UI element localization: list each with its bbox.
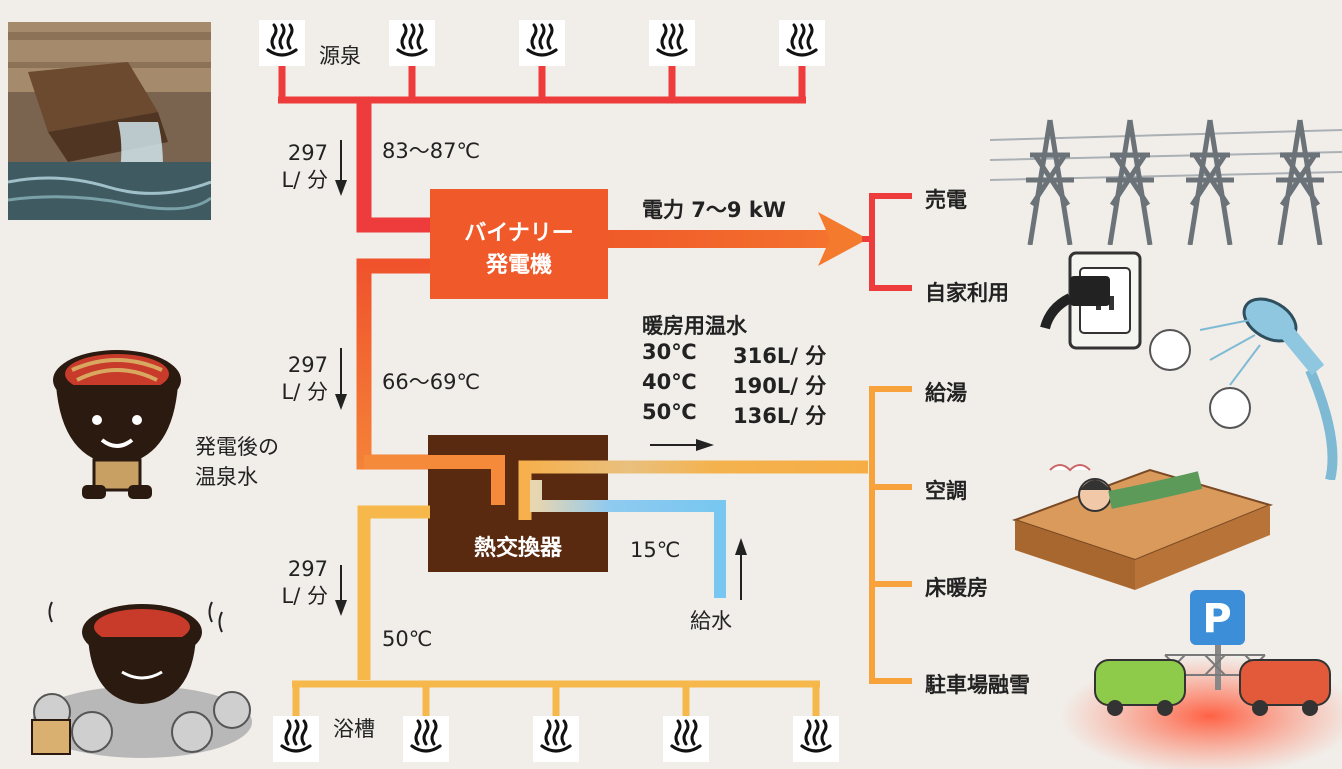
flow-arrow-right bbox=[650, 439, 714, 451]
heating-row-flow: 190L/ 分 bbox=[733, 374, 827, 398]
hot-spring-icon bbox=[793, 716, 839, 762]
power-bracket bbox=[862, 193, 912, 291]
use-floor-heating: 床暖房 bbox=[925, 576, 988, 600]
after-generator-temperature: 66〜69℃ bbox=[382, 370, 481, 394]
sell-power-label: 売電 bbox=[925, 188, 967, 212]
power-outlet-icon bbox=[1040, 251, 1142, 350]
heating-row-temp: 40℃ bbox=[642, 370, 697, 394]
flow-rate-2: 297 L/ 分 bbox=[262, 352, 328, 406]
power-output-label: 電力 7〜9 kW bbox=[642, 198, 786, 222]
hot-spring-icon bbox=[649, 20, 695, 66]
hot-spring-icon bbox=[259, 20, 305, 66]
floor-heating-illustration bbox=[1011, 464, 1274, 590]
after-generation-line2: 温泉水 bbox=[195, 465, 258, 489]
flow-rate-unit: L/ 分 bbox=[281, 380, 328, 404]
bath-temperature: 50℃ bbox=[382, 627, 433, 651]
svg-text:P: P bbox=[1202, 596, 1231, 642]
source-label: 源泉 bbox=[319, 44, 361, 68]
flow-rate-unit: L/ 分 bbox=[281, 168, 328, 192]
hot-spring-icon bbox=[389, 20, 435, 66]
flow-arrow-down-1 bbox=[335, 140, 347, 196]
flow-rate-3: 297 L/ 分 bbox=[262, 556, 328, 610]
mascot-bath-illustration bbox=[31, 601, 252, 758]
bath-label: 浴槽 bbox=[333, 717, 375, 741]
exchanger-hot-channel bbox=[364, 455, 505, 505]
binary-generator-line2: 発電機 bbox=[485, 253, 552, 278]
hot-spring-icon bbox=[663, 716, 709, 762]
hot-spring-photo bbox=[8, 22, 211, 220]
flow-arrow-up bbox=[735, 538, 747, 600]
uses-bracket bbox=[869, 386, 912, 684]
heat-exchanger-label: 熱交換器 bbox=[473, 536, 562, 561]
cold-water-pipe bbox=[530, 480, 726, 598]
flow-rate-number: 297 bbox=[287, 141, 328, 165]
after-generation-water-label: 発電後の 温泉水 bbox=[195, 432, 279, 492]
use-hot-water-supply: 給湯 bbox=[925, 381, 967, 405]
flow-rate-1: 297 L/ 分 bbox=[262, 140, 328, 194]
power-arrow-head bbox=[818, 212, 868, 266]
source-main-pipe bbox=[356, 100, 432, 233]
binary-generator-label: バイナリー 発電機 bbox=[430, 218, 608, 282]
after-generation-line1: 発電後の bbox=[195, 435, 279, 459]
heating-row-flow: 316L/ 分 bbox=[733, 344, 827, 368]
flow-arrow-down-3 bbox=[335, 565, 347, 616]
binary-generator-line1: バイナリー bbox=[464, 221, 574, 246]
use-air-conditioning: 空調 bbox=[925, 479, 967, 503]
flow-rate-unit: L/ 分 bbox=[281, 584, 328, 608]
heating-water-title: 暖房用温水 bbox=[642, 314, 747, 338]
heating-row-temp: 50℃ bbox=[642, 400, 697, 424]
heating-water-pipe bbox=[518, 460, 868, 520]
hot-spring-icon bbox=[519, 20, 565, 66]
hot-spring-icon bbox=[403, 716, 449, 762]
shower-head-icon bbox=[1149, 297, 1338, 480]
mascot-illustration bbox=[53, 350, 181, 499]
parking-sign-icon: P bbox=[1094, 590, 1331, 716]
flow-rate-number: 297 bbox=[287, 557, 328, 581]
self-use-label: 自家利用 bbox=[925, 281, 1009, 305]
flow-rate-number: 297 bbox=[287, 353, 328, 377]
heating-row-temp: 30℃ bbox=[642, 340, 697, 364]
power-arrow-shaft bbox=[608, 230, 830, 248]
source-temperature: 83〜87℃ bbox=[382, 139, 481, 163]
water-temperature: 15℃ bbox=[630, 538, 681, 562]
water-supply-label: 給水 bbox=[690, 609, 732, 633]
power-pylon-icon bbox=[990, 119, 1342, 245]
bath-header-pipe bbox=[292, 680, 820, 720]
binary-generator-box bbox=[430, 189, 608, 299]
bath-main-pipe bbox=[357, 505, 430, 680]
hot-spring-icon bbox=[779, 20, 825, 66]
use-parking-snow-melting: 駐車場融雪 bbox=[925, 673, 1030, 697]
heating-row-flow: 136L/ 分 bbox=[733, 404, 827, 428]
flow-arrow-down-2 bbox=[335, 348, 347, 410]
hot-spring-icon bbox=[273, 716, 319, 762]
hot-spring-icon bbox=[533, 716, 579, 762]
